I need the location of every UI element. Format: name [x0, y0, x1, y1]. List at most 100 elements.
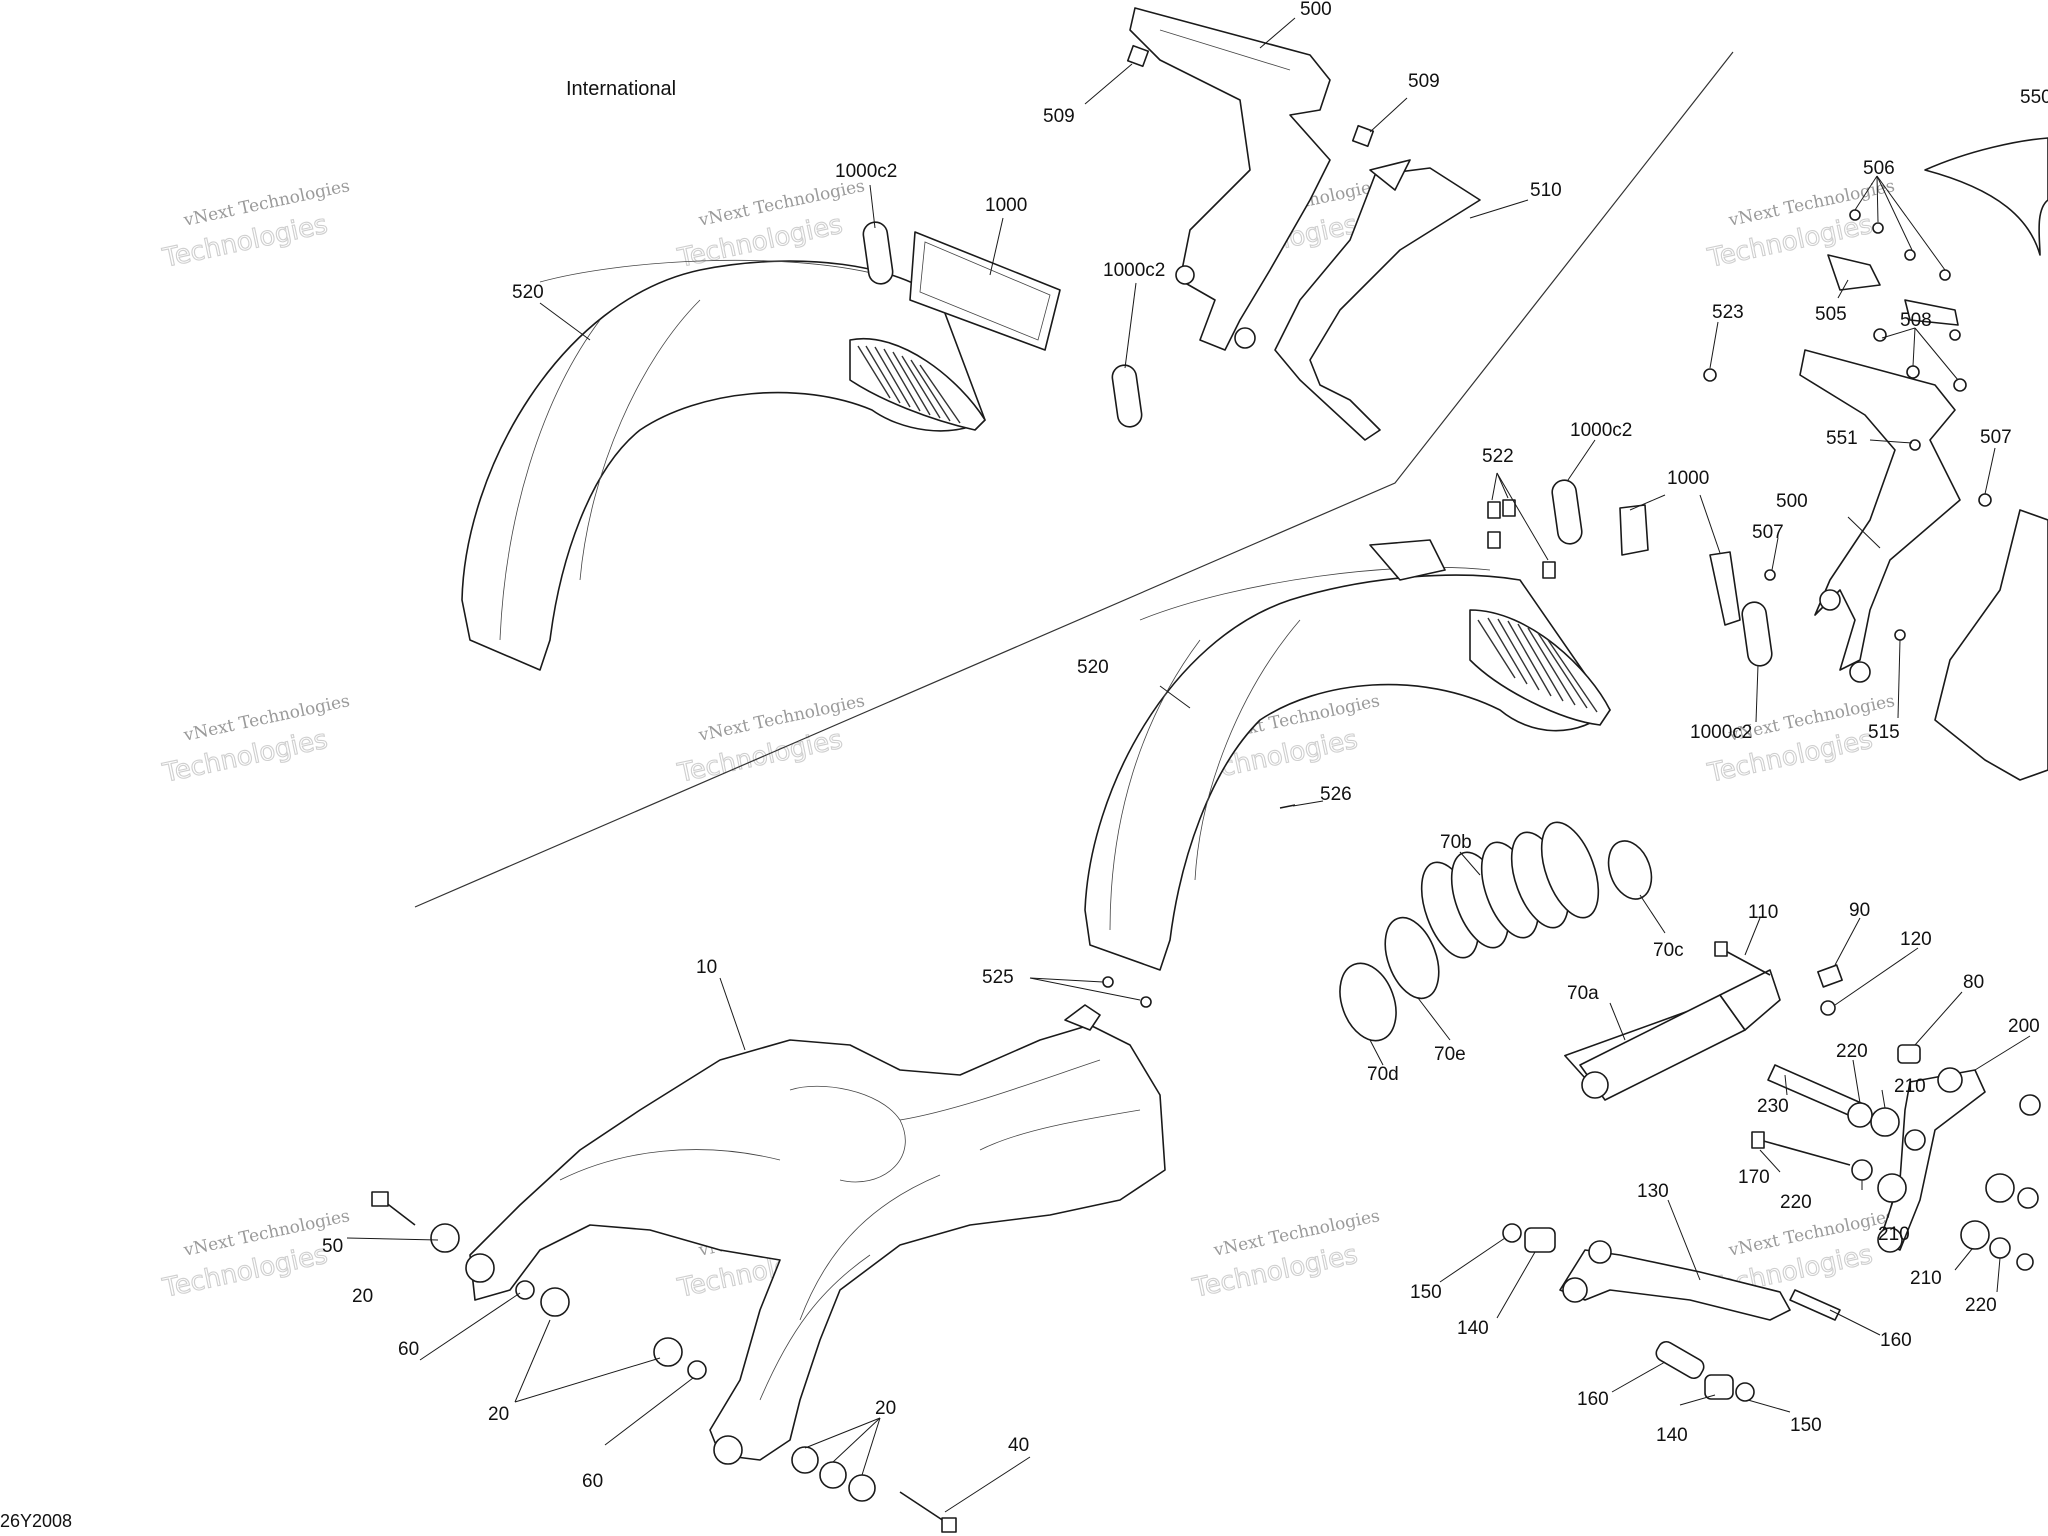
- section-label-international: International: [566, 78, 676, 100]
- spring-collar-70d[interactable]: [1330, 956, 1406, 1049]
- callout[interactable]: 506: [1863, 158, 1895, 179]
- plates-505[interactable]: [1827, 254, 1959, 326]
- callout[interactable]: 200: [2008, 1016, 2040, 1037]
- reflector-1000c2-a[interactable]: [862, 221, 894, 286]
- fender-flap-550[interactable]: [1924, 137, 2048, 256]
- shock-spring-70b[interactable]: [1410, 815, 1609, 965]
- sleeves-bushings-140-150-160[interactable]: [1502, 1223, 1841, 1402]
- rocker-arm-200[interactable]: [1877, 1067, 1986, 1253]
- callout[interactable]: 160: [1577, 1389, 1609, 1410]
- callout[interactable]: 1000c2: [1570, 420, 1632, 441]
- callout[interactable]: 1000: [1667, 468, 1709, 489]
- callout[interactable]: 70d: [1367, 1064, 1399, 1085]
- callout[interactable]: 515: [1868, 722, 1900, 743]
- callout[interactable]: 525: [982, 967, 1014, 988]
- callout[interactable]: 10: [696, 957, 717, 978]
- callout[interactable]: 526: [1320, 784, 1352, 805]
- callout[interactable]: 110: [1748, 902, 1778, 923]
- callout[interactable]: 20: [875, 1398, 896, 1419]
- callout[interactable]: 170: [1738, 1167, 1770, 1188]
- callout[interactable]: 150: [1790, 1415, 1822, 1436]
- callout[interactable]: 50: [322, 1236, 343, 1257]
- callout[interactable]: 1000c2: [835, 161, 897, 182]
- callout[interactable]: 220: [1965, 1295, 1997, 1316]
- fender-cover-right-edge[interactable]: [1934, 509, 2048, 781]
- callout[interactable]: 80: [1963, 972, 1984, 993]
- clips-522[interactable]: [1487, 499, 1556, 579]
- plate-bracket-upper[interactable]: [909, 231, 1061, 351]
- clip-509-b[interactable]: [1351, 124, 1375, 148]
- swing-arm-10[interactable]: [465, 1004, 1166, 1465]
- spring-retainer-70e[interactable]: [1375, 910, 1449, 1005]
- connecting-link-130[interactable]: [1559, 1240, 1791, 1321]
- callout[interactable]: 520: [1077, 657, 1109, 678]
- clip-509-a[interactable]: [1126, 44, 1150, 68]
- callout[interactable]: 510: [1530, 180, 1562, 201]
- rivet-525-b[interactable]: [1140, 996, 1152, 1008]
- bushing-90[interactable]: [1817, 964, 1843, 988]
- callout[interactable]: 220: [1780, 1192, 1812, 1213]
- callout[interactable]: 500: [1776, 491, 1808, 512]
- callout[interactable]: 60: [398, 1339, 419, 1360]
- callout[interactable]: 70a: [1567, 983, 1599, 1004]
- callout[interactable]: 20: [352, 1286, 373, 1307]
- bolt-170[interactable]: [1751, 1131, 1851, 1166]
- callout[interactable]: 550: [2020, 87, 2048, 108]
- callout[interactable]: 70b: [1440, 832, 1472, 853]
- callout[interactable]: 210: [1878, 1224, 1910, 1245]
- callout[interactable]: 509: [1408, 71, 1440, 92]
- fender-bracket-500-right[interactable]: [1799, 349, 1961, 683]
- fasteners-right[interactable]: [1703, 209, 1992, 641]
- nut-120[interactable]: [1820, 1000, 1836, 1016]
- callout[interactable]: 1000c2: [1690, 722, 1752, 743]
- rear-fender-upper[interactable]: [461, 259, 986, 671]
- shock-absorber-70a[interactable]: [1564, 962, 1781, 1120]
- callout[interactable]: 1000c2: [1103, 260, 1165, 281]
- callout[interactable]: 523: [1712, 302, 1744, 323]
- callout[interactable]: 522: [1482, 446, 1514, 467]
- callout[interactable]: 130: [1637, 1181, 1669, 1202]
- rivet-525-a[interactable]: [1102, 976, 1114, 988]
- callout[interactable]: 220: [1836, 1041, 1868, 1062]
- callout[interactable]: 120: [1900, 929, 1932, 950]
- drawing-code: 26Y2008: [0, 1511, 72, 1531]
- bushing-80[interactable]: [1897, 1044, 1921, 1064]
- fender-grille-upper: [857, 345, 961, 424]
- bushings-210-220[interactable]: [1847, 1094, 2041, 1271]
- callout[interactable]: 140: [1457, 1318, 1489, 1339]
- callout[interactable]: 160: [1880, 1330, 1912, 1351]
- callout[interactable]: 507: [1752, 522, 1784, 543]
- callout[interactable]: 520: [512, 282, 544, 303]
- callout[interactable]: 500: [1300, 0, 1332, 20]
- callout[interactable]: 60: [582, 1471, 603, 1492]
- callout[interactable]: 140: [1656, 1425, 1688, 1446]
- section-divider-line: [414, 51, 1734, 908]
- fender-bracket-500-top[interactable]: [1129, 7, 1331, 351]
- callout[interactable]: 70c: [1653, 940, 1684, 961]
- plate-brackets-1000-mid[interactable]: [1619, 504, 1741, 626]
- screw-526[interactable]: [1279, 804, 1296, 809]
- rear-fender-middle[interactable]: [1084, 539, 1611, 971]
- callout[interactable]: 150: [1410, 1282, 1442, 1303]
- reflector-1000c2-d[interactable]: [1741, 601, 1774, 668]
- fender-cover-510[interactable]: [1274, 159, 1481, 441]
- callout[interactable]: 1000: [985, 195, 1027, 216]
- callout[interactable]: 505: [1815, 304, 1847, 325]
- bolt-110[interactable]: [1714, 941, 1771, 976]
- callout[interactable]: 20: [488, 1404, 509, 1425]
- callout[interactable]: 40: [1008, 1435, 1029, 1456]
- callout[interactable]: 551: [1826, 428, 1858, 449]
- callout[interactable]: 90: [1849, 900, 1870, 921]
- callout[interactable]: 508: [1900, 310, 1932, 331]
- callout[interactable]: 507: [1980, 427, 2012, 448]
- callout[interactable]: 210: [1910, 1268, 1942, 1289]
- callout[interactable]: 210: [1894, 1076, 1926, 1097]
- callout[interactable]: 70e: [1434, 1044, 1466, 1065]
- clip-ring-70c[interactable]: [1601, 835, 1659, 905]
- reflector-1000c2-b[interactable]: [1111, 364, 1143, 429]
- callout[interactable]: 509: [1043, 106, 1075, 127]
- reflector-1000c2-c[interactable]: [1551, 479, 1584, 546]
- callout[interactable]: 230: [1757, 1096, 1789, 1117]
